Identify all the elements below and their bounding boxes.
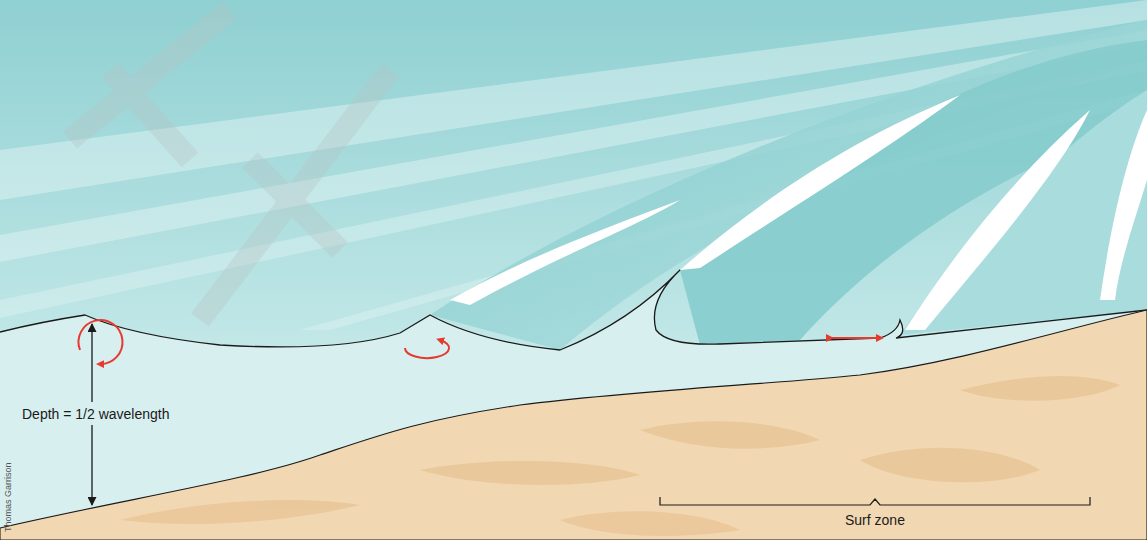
watermark-shape: [70, 10, 390, 320]
sea-surface: [0, 0, 1147, 360]
dimension-label: Depth = 1/2 wavelength: [19, 405, 173, 423]
wave-profile: [0, 270, 1147, 350]
wave-face: [430, 20, 1147, 350]
surge-arrow: [830, 337, 880, 339]
dimension-arrow: [91, 425, 92, 505]
water-section: [0, 270, 1147, 540]
credit-watermark: Thomas Garrison: [3, 462, 13, 532]
seafloor: [0, 310, 1147, 540]
sand-texture: [120, 376, 1120, 536]
foam: [450, 95, 1147, 330]
region-label: Surf zone: [845, 512, 905, 528]
wave-face: [900, 90, 1147, 335]
wave-face: [680, 40, 1147, 345]
orbit-arrow: [405, 340, 449, 358]
orbit-arrow: [78, 320, 122, 364]
dimension-arrow: [91, 324, 92, 402]
bracket: [660, 497, 1090, 505]
